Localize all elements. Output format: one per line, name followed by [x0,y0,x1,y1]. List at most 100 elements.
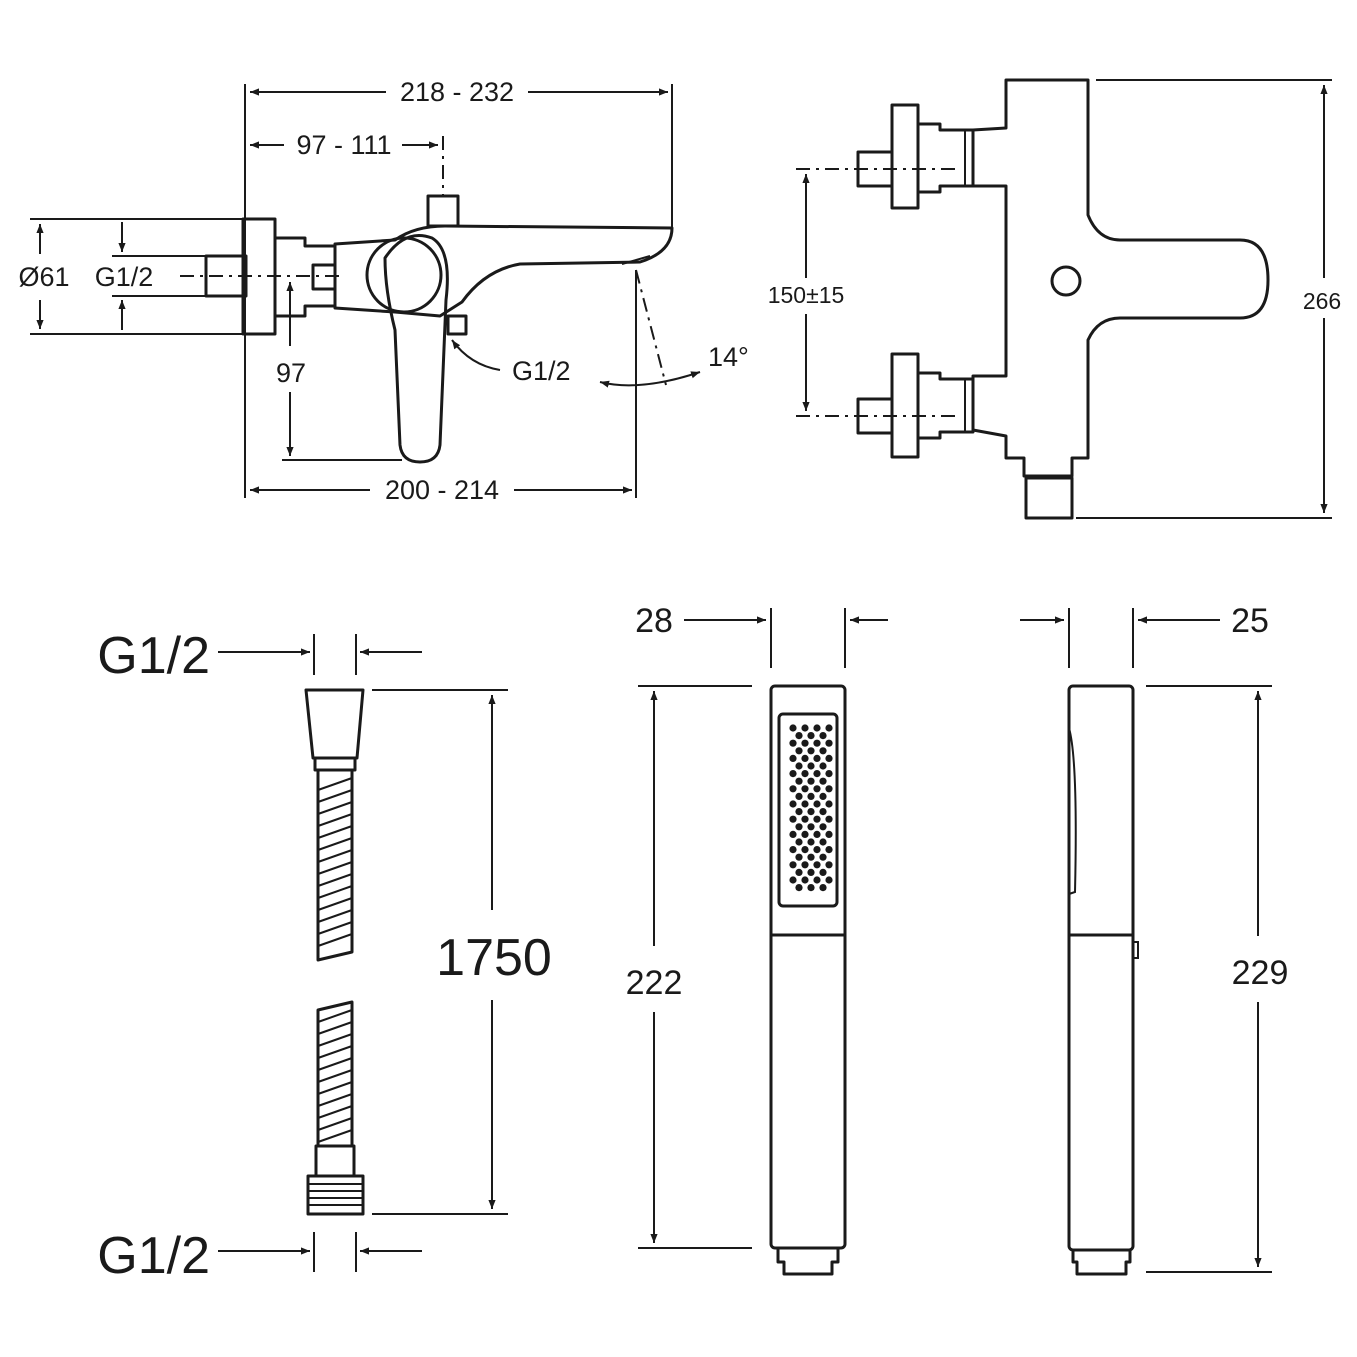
nozzle-dot [789,876,797,884]
side-button [1132,941,1139,959]
nozzle-dot [825,770,833,778]
spout-reach-label: 200 - 214 [385,475,499,505]
nozzle-dot [789,800,797,808]
outlet-thread-label: G1/2 [512,356,571,386]
spout-aerator [621,255,651,265]
nozzle-dot [807,777,815,785]
nozzle-dot [813,876,821,884]
nozzle-dot [801,754,809,763]
nozzle-dot [813,846,821,854]
hose-thread-bottom-label: G1/2 [97,1227,210,1285]
nozzle-dot [813,830,821,839]
nozzle-panel [777,712,839,908]
nozzle-dot [789,754,797,763]
nozzle-dot [819,762,827,770]
bottom-outlet [446,314,468,336]
cartridge-cap [365,236,443,314]
nozzle-dot [813,739,821,747]
nozzle-dot [819,838,827,846]
nozzle-dot [789,739,797,747]
nozzle-dot [807,747,815,755]
lever-handle [383,234,449,464]
nozzle-dot [801,770,809,778]
diverter-hole [1050,265,1082,297]
nozzle-dot [789,785,797,793]
nozzle-dot [807,884,815,892]
hose-knurled-nut [306,1174,365,1216]
hose-length-label: 1750 [436,929,552,987]
nozzle-dot [795,853,803,861]
mixer-top-view: 150±15 266 [768,78,1341,520]
nozzle-dot [819,777,827,785]
upper-rosette [890,103,920,210]
nozzle-dot [819,823,827,831]
nozzle-dot [825,815,833,823]
nozzle-grid [789,724,833,892]
handshower-side-body [1067,684,1135,1252]
centers-label: 150±15 [768,282,845,308]
handshower-front-width-label: 28 [635,602,673,640]
inlet-to-outlet-label: 97 - 111 [296,130,391,160]
mixer-body-top [971,78,1270,478]
nozzle-dot [807,823,815,831]
nozzle-dot [795,777,803,785]
nozzle-dot [813,754,821,763]
nozzle-dot [789,846,797,854]
nozzle-dot [801,800,809,808]
nozzle-dot [795,808,803,816]
nozzle-dot [819,732,827,740]
nozzle-dot [789,861,797,869]
nozzle-dot [819,792,827,801]
nozzle-dot [825,830,833,839]
handshower-side-width-label: 25 [1231,602,1269,640]
nozzle-dot [825,800,833,808]
nozzle-dot [789,830,797,839]
nozzle-dot [789,815,797,823]
handshower-front-connector [776,1246,840,1276]
mixer-body [333,224,674,318]
overall-length-label: 218 - 232 [400,77,514,107]
nozzle-dot [801,739,809,747]
nozzle-dot [819,868,827,877]
nozzle-dot [813,815,821,823]
nozzle-dot [825,754,833,763]
nozzle-dot [789,770,797,778]
handle-drop-label: 97 [276,358,306,388]
nozzle-dot [795,838,803,846]
nozzle-dot [807,762,815,770]
nozzle-dot [813,724,821,732]
hose-cone-fitting [304,688,365,760]
nozzle-dot [825,724,833,732]
nozzle-dot [819,884,827,892]
nozzle-dot [813,861,821,869]
nozzle-dot [801,815,809,823]
side-nozzle-ridge [1068,727,1077,895]
nozzle-dot [807,792,815,801]
rosette-diameter-label: Ø61 [18,262,69,292]
nozzle-dot [825,876,833,884]
nozzle-dot [801,724,809,732]
nozzle-dot [789,724,797,732]
shower-hose: G1/2 [97,627,552,1285]
handshower-side-length-label: 229 [1232,954,1289,992]
nozzle-dot [813,800,821,808]
nozzle-dot [795,762,803,770]
nozzle-dot [801,861,809,869]
nozzle-dot [801,846,809,854]
nozzle-dot [801,830,809,839]
nozzle-dot [825,739,833,747]
nozzle-dot [807,732,815,740]
nozzle-dot [795,732,803,740]
spout-angle-label: 14° [708,342,749,372]
nozzle-dot [825,861,833,869]
hose-thread-top-label: G1/2 [97,627,210,685]
handshower-side-view: 25 229 [1020,602,1289,1276]
nozzle-dot [795,823,803,831]
nozzle-dot [825,785,833,793]
nozzle-dot [795,884,803,892]
handshower-side-connector [1071,1248,1132,1276]
nozzle-dot [807,868,815,877]
handshower-front-length-label: 222 [626,964,683,1002]
nozzle-dot [813,785,821,793]
